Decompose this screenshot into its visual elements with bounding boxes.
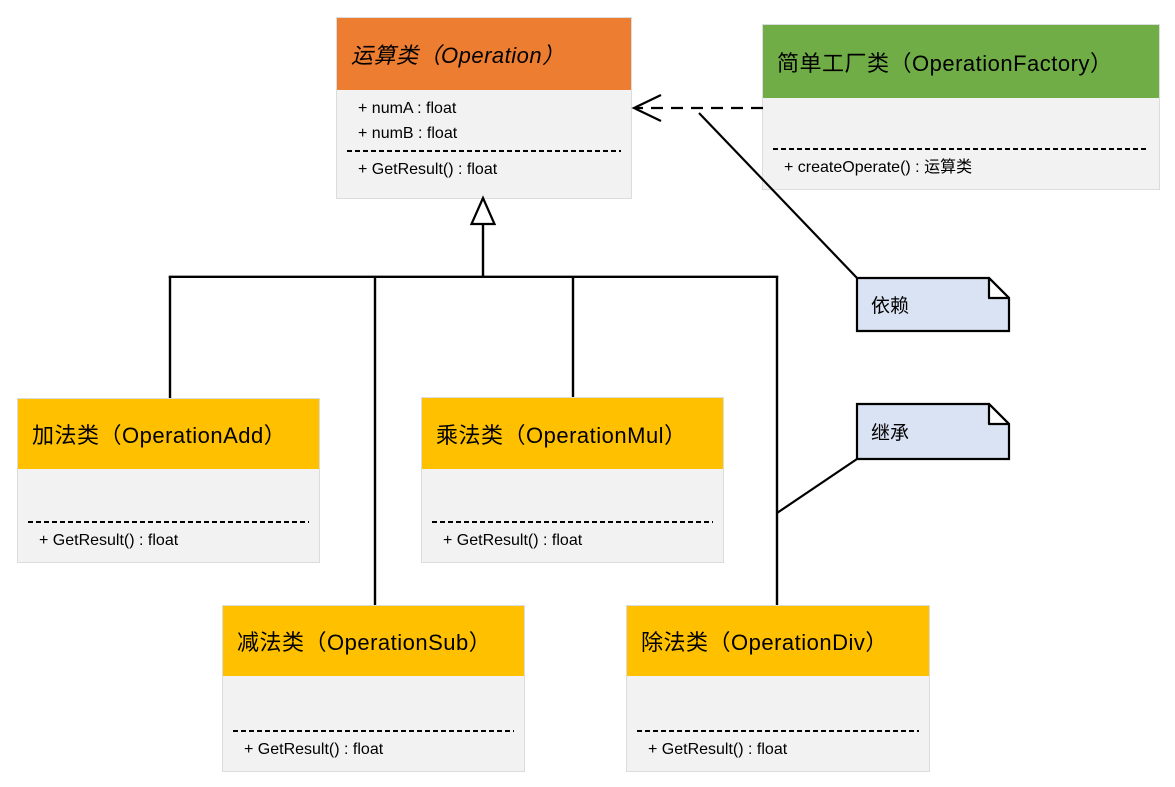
class-operationfactory-body: + createOperate() : 运算类 — [763, 98, 1159, 189]
method-getresult: + GetResult() : float — [244, 741, 384, 758]
class-operationdiv-header: 除法类（OperationDiv） — [627, 606, 929, 676]
dependency-arrow — [631, 94, 763, 122]
class-operation-body: + numA : float + numB : float + GetResul… — [337, 90, 631, 198]
class-operationsub: 减法类（OperationSub） + GetResult() : float — [222, 605, 525, 772]
class-operationfactory-title: 简单工厂类（OperationFactory） — [777, 50, 1113, 76]
class-operation-title: 运算类（Operation） — [351, 43, 565, 68]
attribute-numB: + numB : float — [358, 125, 458, 142]
method-createoperate: + createOperate() : 运算类 — [784, 159, 973, 176]
attribute-method-separator — [233, 730, 514, 732]
dependency-note-connector — [698, 112, 858, 279]
class-operationdiv-title: 除法类（OperationDiv） — [641, 630, 888, 655]
class-operationsub-title: 减法类（OperationSub） — [237, 630, 492, 655]
class-operationmul: 乘法类（OperationMul） + GetResult() : float — [421, 397, 724, 563]
method-getresult: + GetResult() : float — [39, 532, 179, 549]
class-operationadd: 加法类（OperationAdd） + GetResult() : float — [17, 398, 320, 563]
class-operationmul-body: + GetResult() : float — [422, 469, 723, 562]
class-operationdiv-body: + GetResult() : float — [627, 676, 929, 771]
class-operationsub-header: 减法类（OperationSub） — [223, 606, 524, 676]
inheritance-lines — [168, 224, 779, 605]
class-operationadd-body: + GetResult() : float — [18, 469, 319, 562]
attribute-method-separator — [28, 521, 309, 523]
class-operationfactory-header: 简单工厂类（OperationFactory） — [763, 25, 1159, 98]
class-operationmul-title: 乘法类（OperationMul） — [436, 422, 687, 448]
method-getresult: + GetResult() : float — [358, 161, 498, 178]
attribute-method-separator — [773, 148, 1149, 150]
inheritance-note-connector — [776, 458, 858, 514]
class-operationdiv: 除法类（OperationDiv） + GetResult() : float — [626, 605, 930, 772]
class-operationfactory: 简单工厂类（OperationFactory） + createOperate(… — [762, 24, 1160, 190]
attribute-method-separator — [432, 521, 713, 523]
class-operation: 运算类（Operation） + numA : float + numB : f… — [336, 17, 632, 199]
inheritance-triangle-arrow-icon — [469, 195, 497, 226]
attribute-method-separator — [347, 150, 621, 152]
note-inheritance-shape — [855, 402, 1011, 461]
class-operationadd-header: 加法类（OperationAdd） — [18, 399, 319, 469]
attribute-method-separator — [637, 730, 919, 732]
attribute-numA: + numA : float — [358, 100, 457, 117]
class-operationadd-title: 加法类（OperationAdd） — [32, 423, 287, 448]
note-dependency-label: 依赖 — [871, 296, 910, 317]
note-dependency-shape — [855, 276, 1011, 333]
class-operation-header: 运算类（Operation） — [337, 18, 631, 90]
note-inheritance-label: 继承 — [871, 423, 910, 444]
method-getresult: + GetResult() : float — [443, 532, 583, 549]
class-operationmul-header: 乘法类（OperationMul） — [422, 398, 723, 469]
method-getresult: + GetResult() : float — [648, 741, 788, 758]
class-operationsub-body: + GetResult() : float — [223, 676, 524, 771]
